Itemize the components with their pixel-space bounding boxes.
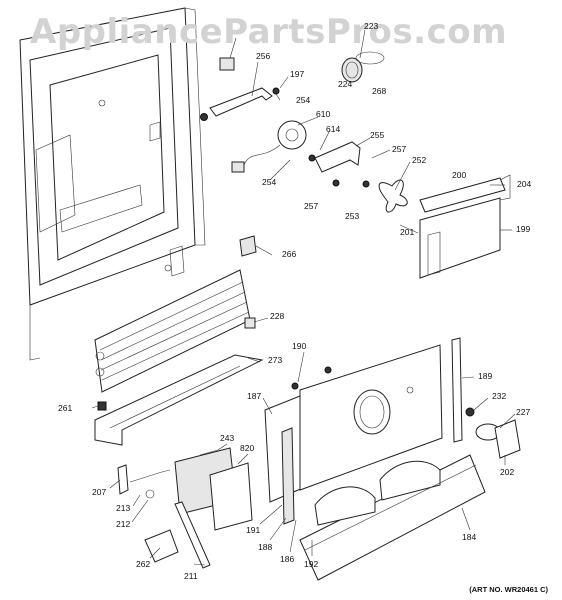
callout-252: 252 [412,155,427,165]
callout-224: 224 [338,79,353,89]
part-266 [239,235,257,257]
callout-262: 262 [136,559,151,569]
callout-207: 207 [92,487,107,497]
callout-266: 266 [282,249,297,259]
bracket-262 [144,501,211,569]
callout-190: 190 [292,341,307,351]
callout-212: 212 [116,519,131,529]
lamp-parts [465,407,521,459]
callout-192: 192 [304,559,319,569]
callout-273: 273 [268,355,283,365]
callout-610: 610 [316,109,331,119]
freezer-liner [19,7,206,361]
callout-202: 202 [500,467,515,477]
callout-199: 199 [516,224,531,234]
callout-614: 614 [326,124,341,134]
connector-part [219,57,235,71]
callout-189: 189 [478,371,493,381]
callout-254: 254 [296,95,311,105]
drain-pan [94,354,264,446]
callout-223: 223 [364,21,379,31]
art-number: (ART NO. WR20461 C) [469,585,548,594]
strip-189 [451,337,463,443]
callout-204: 204 [517,179,532,189]
callout-268: 268 [372,86,387,96]
back-panel [299,344,443,491]
callout-261: 261 [58,403,73,413]
callout-201: 201 [400,227,415,237]
grille-part [341,51,385,83]
evaporator-coil [94,269,256,393]
callout-257-b: 257 [304,201,319,211]
callout-211: 211 [184,571,198,581]
callout-228: 228 [270,311,285,321]
callout-213: 213 [116,503,131,513]
leader-lines [91,29,516,566]
fan-motor [231,120,307,173]
callout-820: 820 [240,443,255,453]
callout-184: 184 [462,532,477,542]
callout-191: 191 [246,525,261,535]
callout-197: 197 [290,69,305,79]
bracket-256 [200,87,280,121]
callout-257: 257 [392,144,407,154]
lower-panel [299,454,486,581]
callout-187: 187 [247,391,262,401]
wire-harness [117,464,171,499]
callout-253: 253 [345,211,360,221]
callout-243: 243 [220,433,235,443]
callout-256: 256 [256,51,271,61]
control-box [174,447,253,531]
callout-200: 200 [452,170,467,180]
bracket-614 [308,141,361,187]
fan-blade [362,179,408,213]
watermark: AppliancePartsPros.com [30,12,508,52]
callout-254-b: 254 [262,177,277,187]
evaporator-housing [419,174,511,279]
callout-255: 255 [370,130,385,140]
callout-186: 186 [280,554,295,564]
callout-227: 227 [516,407,531,417]
callout-188: 188 [258,542,273,552]
callout-232: 232 [492,391,507,401]
